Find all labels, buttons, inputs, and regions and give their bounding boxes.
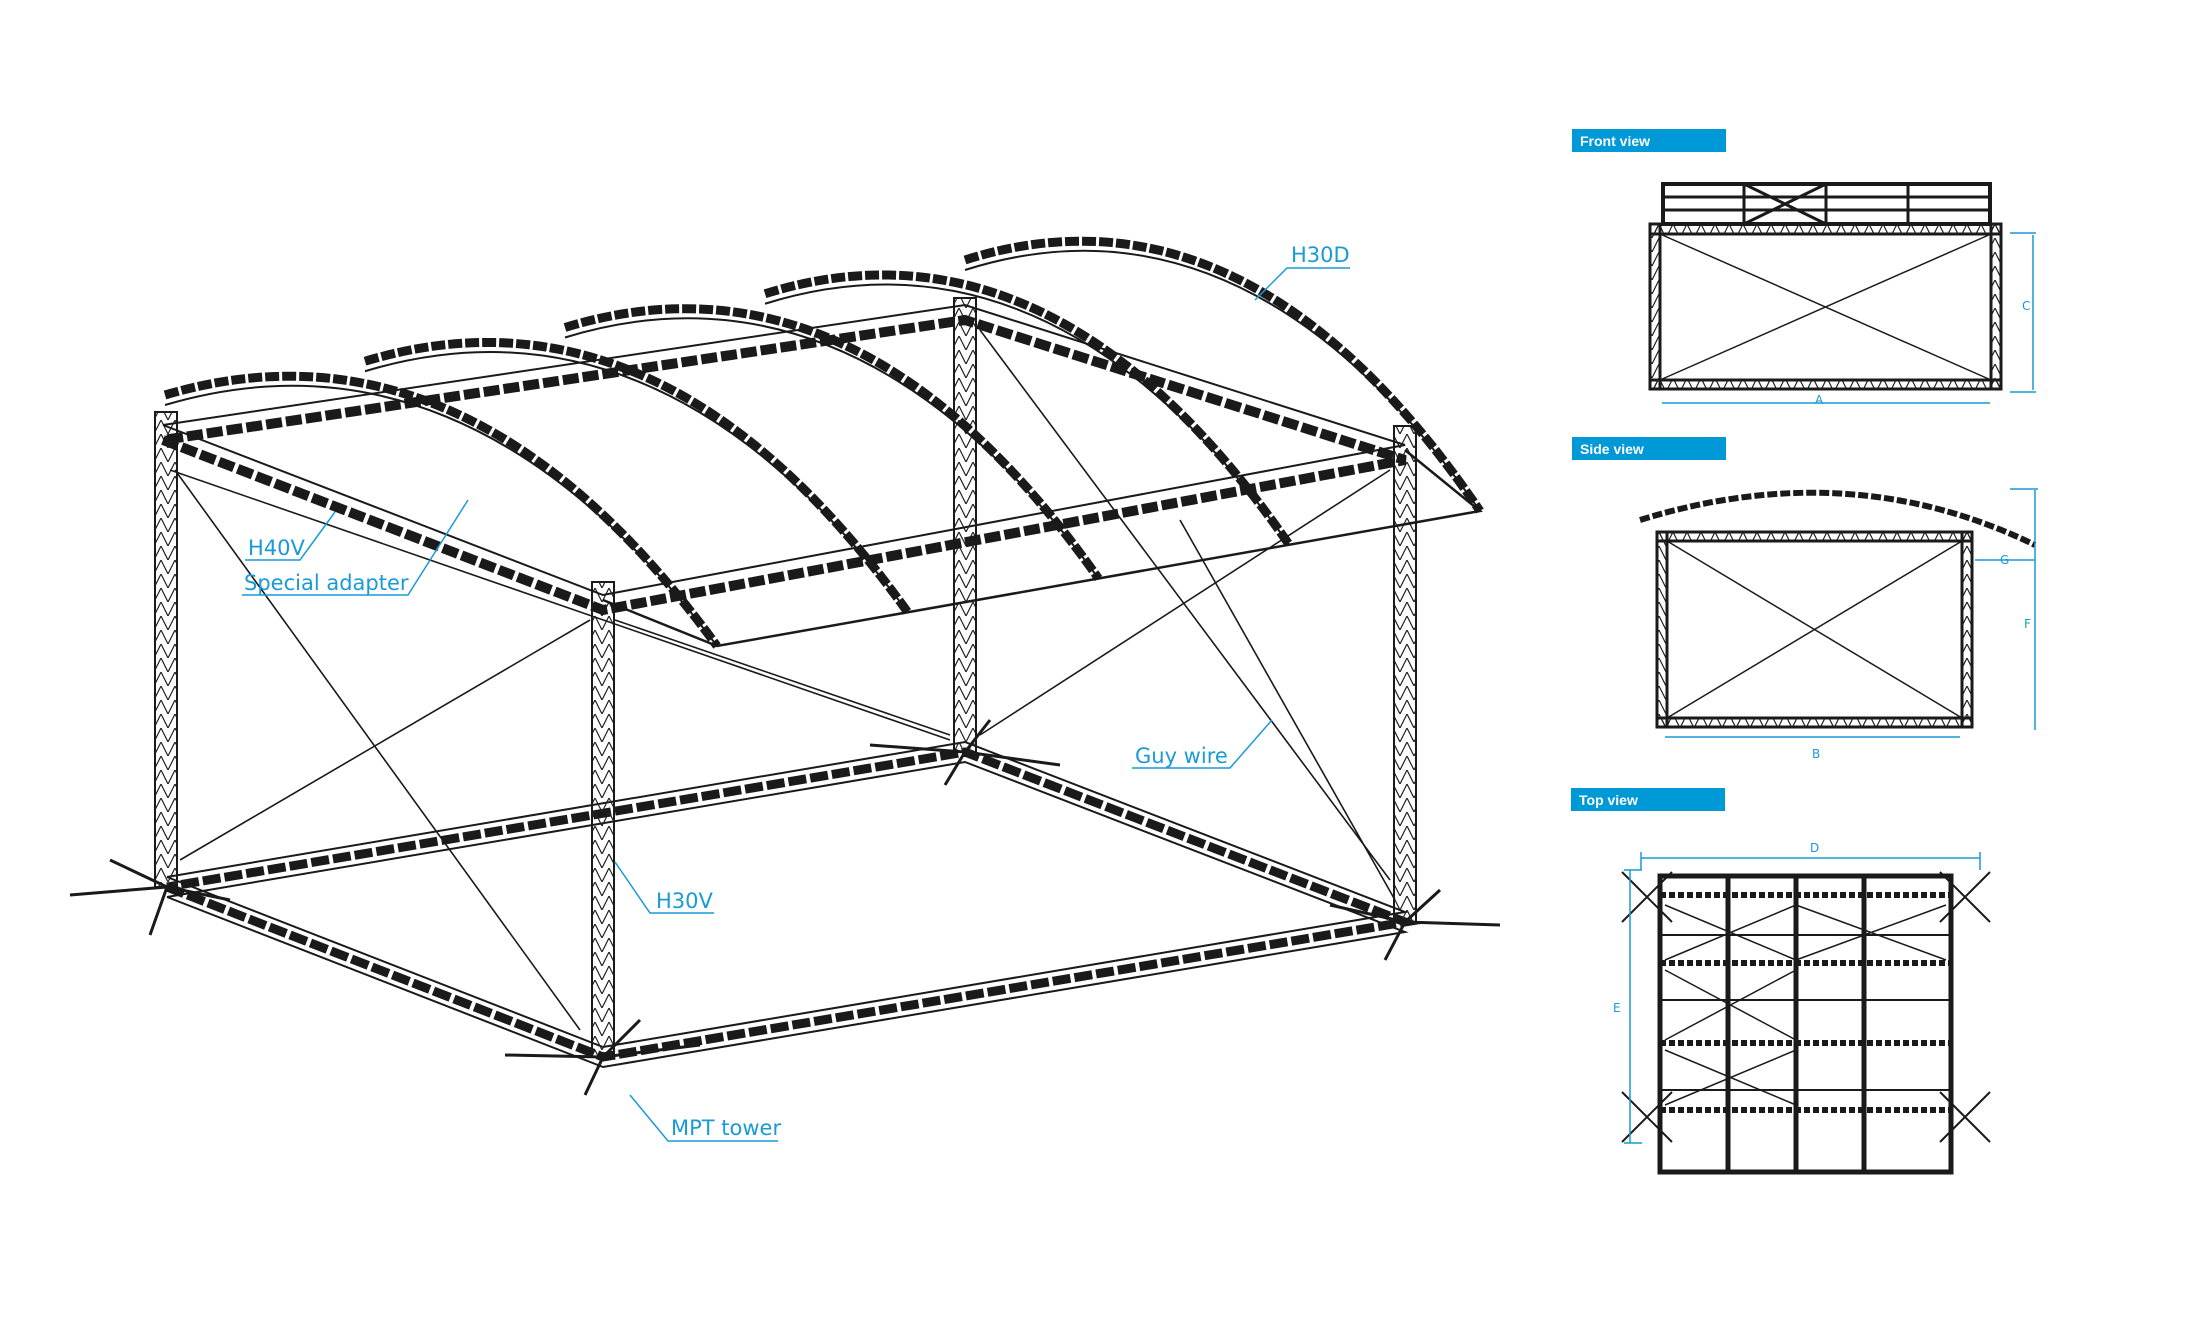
top-view-title: Top view: [1579, 792, 1638, 808]
callout-mpt-tower: MPT tower: [629, 1094, 781, 1142]
dim-f: F: [2024, 617, 2031, 631]
callout-h30v: H30V: [614, 861, 714, 914]
callout-h30d: H30D: [1254, 243, 1350, 301]
roof-arches: [163, 236, 1484, 649]
dim-d: D: [1810, 841, 1819, 855]
front-view-header: [1572, 129, 1726, 152]
tower-back-left: [154, 411, 178, 888]
svg-text:MPT tower: MPT tower: [671, 1116, 781, 1140]
tower-front-right: [1393, 425, 1417, 923]
roof-arch: [764, 283, 1291, 546]
top-view: Top view D E: [1571, 788, 1991, 1175]
side-view-header: [1572, 437, 1726, 460]
dim-e: E: [1613, 1001, 1621, 1015]
top-truss-frame: [161, 303, 1407, 616]
svg-text:H40V: H40V: [248, 536, 306, 560]
tower-front-left: [591, 581, 615, 1058]
top-view-header: [1571, 788, 1725, 811]
main-isometric-view: H30D H40V Special adapter Guy wire H30V …: [69, 236, 1501, 1142]
roof-arch: [163, 371, 721, 649]
guy-wires: [169, 329, 1396, 1031]
canopy-edge: [602, 449, 1483, 648]
roof-arch: [563, 304, 1103, 582]
callout-h40v: H40V: [245, 511, 336, 561]
towers: [154, 297, 1417, 1058]
dim-c: C: [2022, 299, 2030, 313]
svg-text:Special adapter: Special adapter: [244, 571, 409, 595]
svg-text:H30D: H30D: [1291, 243, 1350, 267]
front-view-title: Front view: [1580, 133, 1650, 149]
callout-special-adapter: Special adapter: [242, 499, 469, 596]
roof-arch: [763, 270, 1293, 548]
dim-g: G: [2000, 553, 2009, 567]
side-view-title: Side view: [1580, 441, 1644, 457]
dim-b: B: [1812, 747, 1820, 761]
roof-arch: [564, 317, 1100, 580]
svg-text:H30V: H30V: [656, 889, 714, 913]
side-view: Side view B F G: [1572, 437, 2038, 761]
roof-arch: [364, 351, 909, 613]
svg-text:Guy wire: Guy wire: [1135, 744, 1228, 768]
callout-guy-wire: Guy wire: [1132, 719, 1273, 769]
roof-arch: [963, 236, 1484, 514]
front-view: Front view A C: [1572, 129, 2036, 407]
roof-arch: [363, 338, 912, 615]
ground-truss-frame: [165, 747, 1422, 1062]
dim-a: A: [1815, 393, 1824, 407]
roof-arch: [964, 249, 1481, 512]
roof-arch: [164, 384, 718, 647]
